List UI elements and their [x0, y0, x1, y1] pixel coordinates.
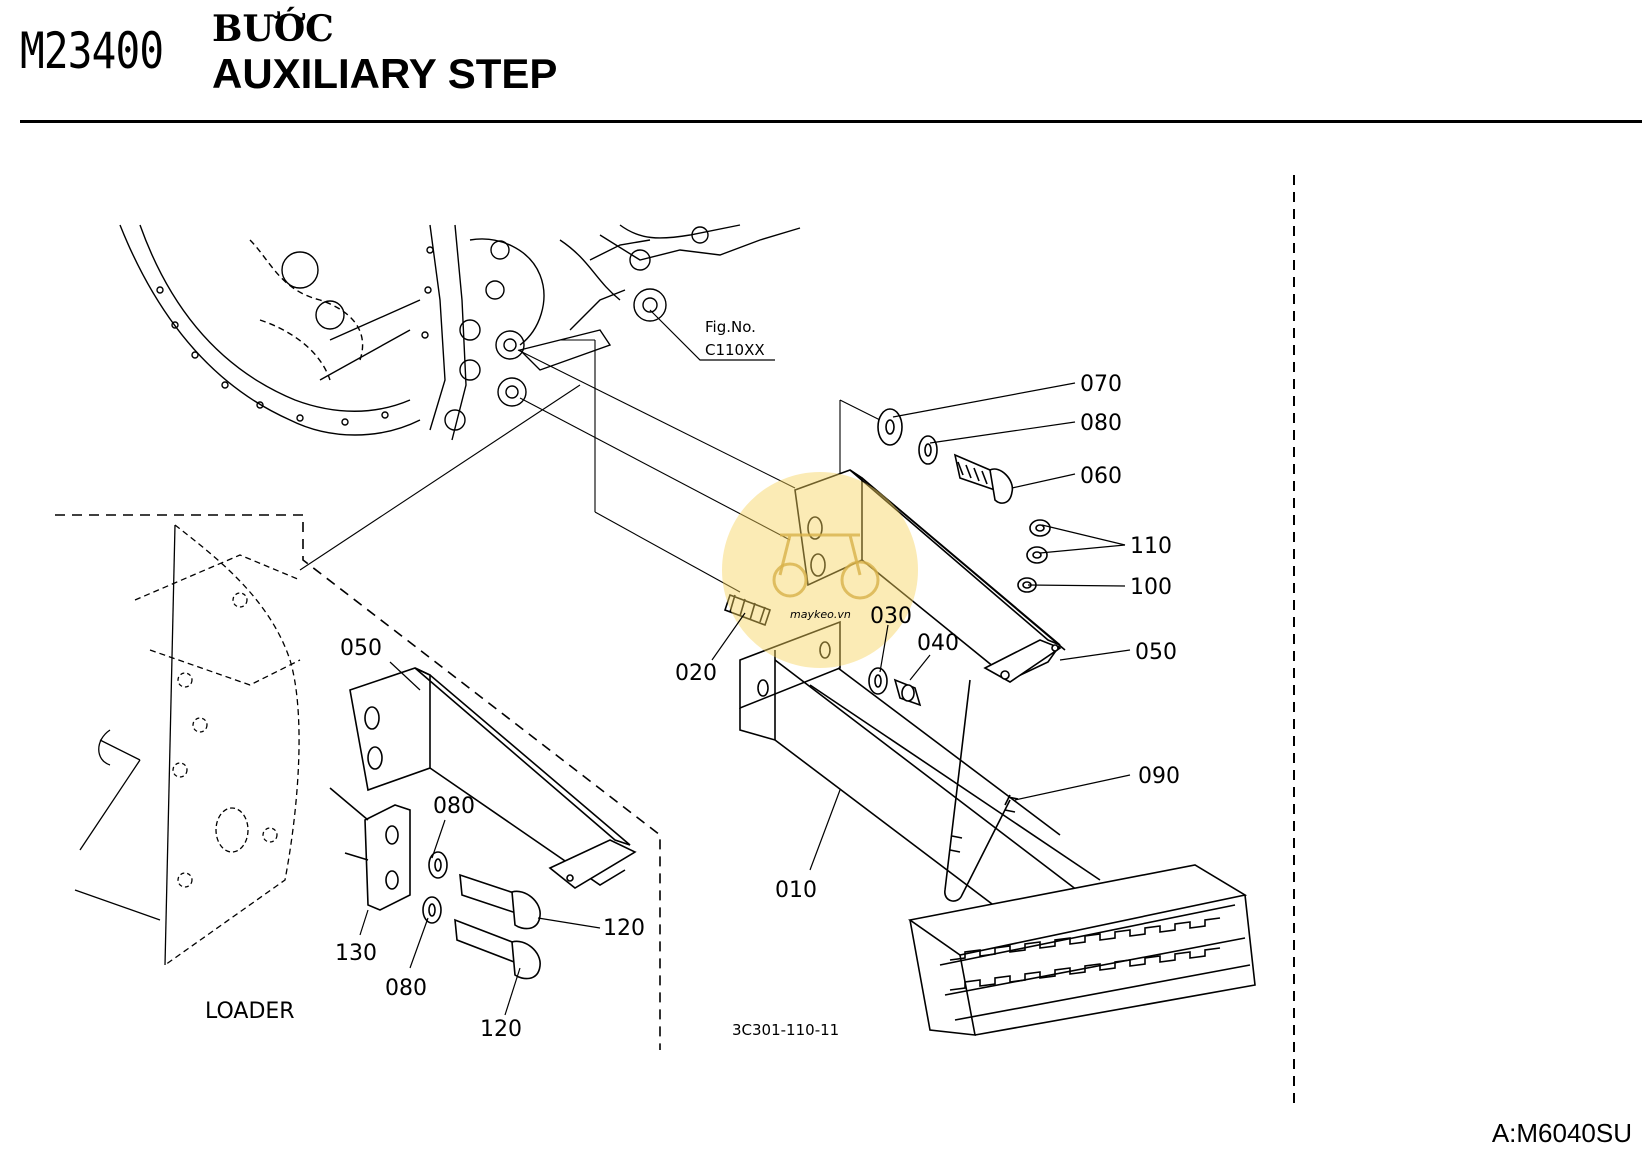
- drawing-id: 3C301-110-11: [732, 1021, 839, 1039]
- loader-frame: [74, 524, 301, 966]
- part-label-080: 080: [1080, 411, 1122, 436]
- assembly-lines: [299, 339, 881, 593]
- title-english: AUXILIARY STEP: [212, 50, 558, 97]
- left-bracket: [329, 667, 637, 980]
- model-code: A:M6040SU: [1491, 1118, 1632, 1148]
- section-code: M23400: [20, 22, 164, 80]
- part-label-090: 090: [1138, 764, 1180, 789]
- part-label-010: 010: [775, 878, 817, 903]
- hardware-right: [877, 408, 1051, 593]
- part-label-120-lower: 120: [480, 1017, 522, 1042]
- step-assembly: [739, 620, 1256, 1036]
- part-label-030: 030: [870, 604, 912, 629]
- part-label-060: 060: [1080, 464, 1122, 489]
- part-label-040: 040: [917, 631, 959, 656]
- loader-label: LOADER: [205, 999, 295, 1024]
- header-rule: [20, 120, 1642, 123]
- loader-region: [55, 514, 661, 1050]
- part-label-080-lower: 080: [385, 976, 427, 1001]
- title-vietnamese: BƯỚC: [212, 8, 334, 50]
- part-label-050-left: 050: [340, 636, 382, 661]
- figure-ref-leader: [649, 309, 775, 361]
- part-label-020: 020: [675, 661, 717, 686]
- part-label-120-upper: 120: [603, 916, 645, 941]
- part-label-080-upper: 080: [433, 794, 475, 819]
- part-label-100: 100: [1130, 575, 1172, 600]
- right-bracket: [794, 469, 1066, 683]
- part-label-070: 070: [1080, 372, 1122, 397]
- watermark-logo: maykeo.vn: [722, 472, 918, 668]
- watermark-text: maykeo.vn: [790, 608, 851, 621]
- part-label-130: 130: [335, 941, 377, 966]
- part-label-110: 110: [1130, 534, 1172, 559]
- transmission-housing: [119, 224, 801, 441]
- figure-ref-label: Fig.No.: [705, 318, 756, 336]
- part-label-050-right: 050: [1135, 640, 1177, 665]
- hardware-center: [723, 593, 1019, 902]
- figure-ref-code: C110XX: [705, 341, 765, 359]
- part-leaders: [359, 382, 1131, 1016]
